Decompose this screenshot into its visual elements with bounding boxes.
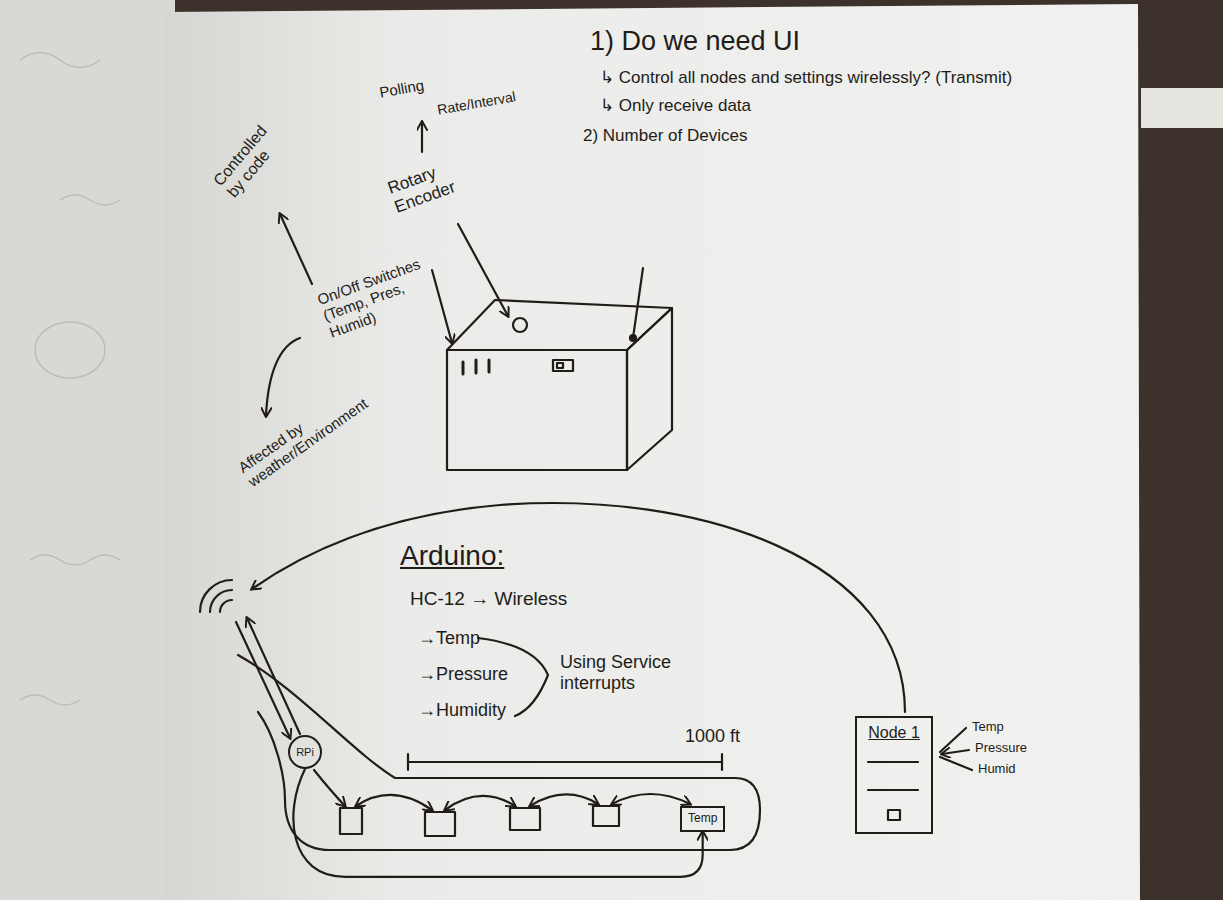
- paper-sheet: [165, 4, 1140, 900]
- faint-circle: [35, 322, 105, 378]
- faint-scribble: [60, 195, 120, 205]
- sketch-label: Humid: [978, 762, 1016, 777]
- rotary-knob: [513, 318, 527, 332]
- sensor-box: [340, 808, 362, 834]
- toggle-switch: [553, 360, 573, 371]
- faint-scribble: [20, 53, 100, 68]
- device-box: Temp: [680, 806, 725, 832]
- chain-arrow: [356, 795, 432, 810]
- toggle-lever: [557, 363, 563, 368]
- sensor-box: [510, 808, 540, 830]
- radio-link: [247, 618, 300, 734]
- sketch-label: 2) Number of Devices: [583, 126, 747, 146]
- input-line: [942, 750, 969, 754]
- pointer-arrow: [432, 270, 452, 343]
- enclosure-outline: [238, 655, 760, 850]
- sensor-box: [593, 806, 619, 826]
- dimension-tick: [407, 754, 409, 770]
- pointer-arrow: [458, 224, 508, 316]
- sketch-label: Pressure: [975, 741, 1027, 756]
- switch-mark: [475, 360, 478, 373]
- chain-arrow: [445, 796, 515, 810]
- chain-arrow: [530, 794, 598, 806]
- input-line: [940, 757, 972, 770]
- sketch-label: Arduino:: [400, 540, 504, 572]
- sketch-label: Using Service interrupts: [560, 652, 730, 693]
- faint-scribbles: [20, 53, 120, 706]
- dimension-tick: [721, 754, 723, 770]
- sketch-label: →Pressure: [418, 664, 508, 685]
- wireless-wave: [220, 600, 232, 612]
- chain-arrow: [612, 794, 690, 804]
- sketch-label: →Humidity: [418, 700, 506, 721]
- device-circle: RPi: [288, 735, 322, 769]
- loop-connector: [293, 769, 702, 877]
- faint-scribble: [20, 695, 80, 705]
- node-line: [868, 761, 918, 763]
- sketch-label: →Temp: [418, 628, 480, 649]
- sketch-label: 1000 ft: [685, 726, 740, 747]
- wireless-wave: [200, 580, 232, 612]
- chain-arrow: [314, 770, 345, 806]
- sketch-label: ↳ Control all nodes and settings wireles…: [600, 68, 1012, 88]
- antenna-base: [630, 335, 636, 341]
- pointer-arrow: [266, 338, 300, 416]
- pointer-arrow: [421, 122, 423, 152]
- back-sheet: [0, 0, 175, 900]
- input-line: [940, 728, 966, 752]
- node-line: [868, 789, 918, 791]
- sketch-label: HC-12 → Wireless: [410, 588, 567, 610]
- faint-scribble: [30, 555, 120, 565]
- box-front: [447, 350, 627, 470]
- sketch-label: ↳ Only receive data: [600, 96, 751, 116]
- node-text: Node 1: [857, 724, 931, 742]
- node-text: Temp: [688, 812, 717, 826]
- dimension-line: [408, 761, 722, 763]
- switch-mark: [462, 362, 465, 374]
- radio-link: [252, 503, 905, 712]
- switch-mark: [488, 360, 491, 372]
- device-box: Node 1: [855, 716, 933, 834]
- sensor-box: [425, 812, 455, 836]
- sketch-label: Temp: [972, 720, 1004, 735]
- node-indicator: [888, 810, 900, 820]
- pointer-arrow: [280, 214, 312, 284]
- node-text: RPi: [296, 746, 314, 759]
- wireless-wave: [210, 590, 232, 612]
- antenna: [633, 268, 643, 338]
- sketch-label: 1) Do we need UI: [590, 26, 800, 57]
- wall-trim: [1141, 88, 1223, 128]
